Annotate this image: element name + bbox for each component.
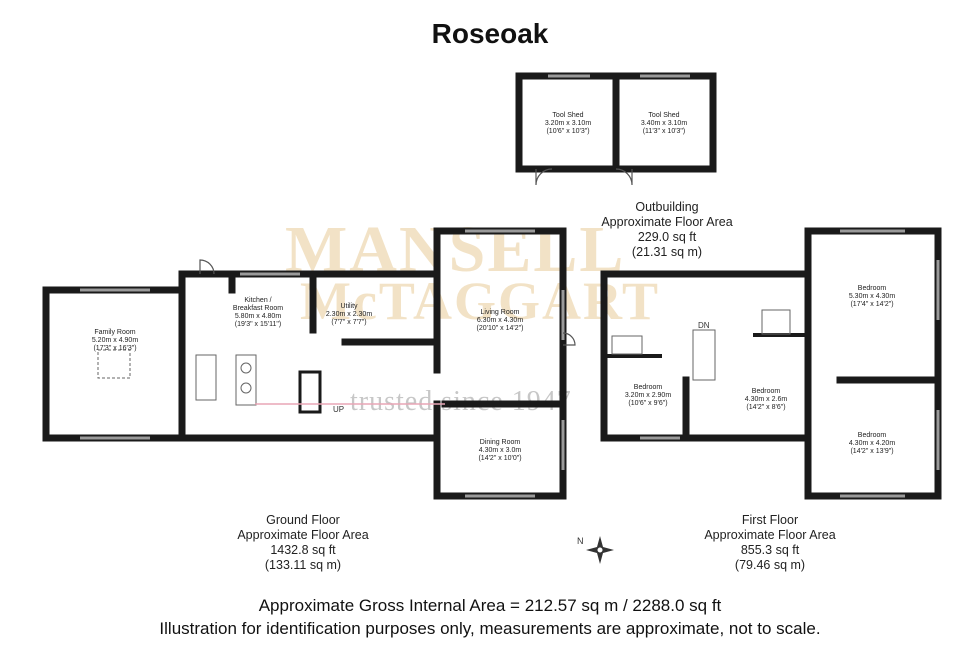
first-floor-label: Approximate Floor Area: [704, 528, 836, 542]
door-swing: [199, 259, 215, 275]
ground-floor-sqm: (133.11 sq m): [264, 558, 342, 572]
first-floor-name: First Floor: [741, 513, 799, 527]
first-floor-sqm: (79.46 sq m): [734, 558, 806, 572]
first-floor-sqft: 855.3 sq ft: [740, 543, 800, 557]
plan-title: Roseoak: [431, 18, 549, 49]
ground-floor-sqft: 1432.8 sq ft: [270, 543, 336, 557]
room-imperial: (20'10" x 14'2"): [477, 325, 524, 332]
room-metric: 4.30m x 4.20m: [849, 440, 895, 447]
outbuilding-area: Outbuilding Approximate Floor Area 229.0…: [582, 200, 752, 260]
family-room-walls: [42, 286, 186, 442]
room-metric: 4.30m x 2.6m: [745, 396, 788, 403]
room-imperial: (17'4" x 14'2"): [850, 301, 893, 308]
bath: [611, 335, 643, 355]
window-group: [80, 74, 940, 498]
kitchen-walls: [178, 270, 236, 314]
outbuilding-name: Outbuilding: [635, 200, 699, 214]
room-imperial: (7'7" x 7'7"): [331, 319, 366, 326]
door-swing: [535, 168, 553, 186]
watermark-mctaggart: McTAGGART: [300, 271, 661, 331]
room-name-2: Breakfast Room: [233, 305, 283, 312]
room-imperial: (10'6" x 9'6"): [628, 400, 667, 407]
room-metric: 5.80m x 4.80m: [235, 313, 281, 320]
room-imperial: (10'6" x 10'3"): [546, 128, 589, 135]
stair-well: [298, 370, 322, 414]
room-name: Bedroom: [858, 285, 887, 292]
kitchen-island: [195, 354, 217, 401]
stairs-dn: [692, 329, 716, 381]
stairs-down-label: DN: [698, 321, 710, 330]
shower: [761, 309, 791, 335]
room-imperial: (19'3" x 15'11"): [235, 321, 281, 328]
room-metric: 5.30m x 4.30m: [849, 293, 895, 300]
door-swing: [615, 168, 633, 186]
door-swing: [562, 332, 576, 346]
family-room-rug: [97, 349, 131, 379]
room-imperial: (11'3" x 10'3"): [643, 128, 686, 135]
ground-floor-name: Ground Floor: [266, 513, 340, 527]
room-imperial: (14'2" x 8'6"): [746, 404, 785, 411]
hob: [240, 382, 252, 394]
room-imperial: (14'2" x 10'0"): [478, 455, 521, 462]
first-floor-area: First Floor Approximate Floor Area 855.3…: [685, 513, 855, 573]
outbuilding-label: Approximate Floor Area: [601, 215, 733, 229]
ground-floor-area: Ground Floor Approximate Floor Area 1432…: [218, 513, 388, 573]
room-metric: 4.30m x 3.0m: [479, 447, 522, 454]
room-metric: 5.20m x 4.90m: [92, 337, 138, 344]
room-name: Tool Shed: [648, 112, 679, 119]
room-name: Utility: [340, 303, 358, 310]
room-name: Tool Shed: [552, 112, 583, 119]
room-imperial: (14'2" x 13'9"): [850, 448, 893, 455]
kitchen-counter: [235, 354, 257, 406]
room-metric: 3.40m x 3.10m: [641, 120, 687, 127]
room-metric: 3.20m x 2.90m: [625, 392, 671, 399]
stairs-up-label: UP: [333, 405, 344, 414]
ground-floor-label: Approximate Floor Area: [237, 528, 369, 542]
room-name: Bedroom: [634, 384, 663, 391]
room-name: Kitchen /: [244, 297, 271, 304]
room-name: Bedroom: [752, 388, 781, 395]
north-label: N: [577, 536, 584, 546]
room-imperial: (17'3" x 16'3"): [93, 345, 136, 352]
room-name: Living Room: [481, 309, 520, 316]
compass-rose-icon: [586, 536, 614, 564]
room-name: Bedroom: [858, 432, 887, 439]
room-name: Dining Room: [480, 439, 521, 446]
room-metric: 6.30m x 4.30m: [477, 317, 523, 324]
gross-area-text: Approximate Gross Internal Area = 212.57…: [258, 596, 722, 615]
outbuilding-sqft: 229.0 sq ft: [637, 230, 697, 244]
outbuilding-sqm: (21.31 sq m): [631, 245, 703, 259]
disclaimer-text: Illustration for identification purposes…: [159, 619, 821, 638]
room-metric: 2.30m x 2.30m: [326, 311, 372, 318]
room-metric: 3.20m x 3.10m: [545, 120, 591, 127]
hob: [240, 362, 252, 374]
room-name: Family Room: [94, 329, 135, 336]
